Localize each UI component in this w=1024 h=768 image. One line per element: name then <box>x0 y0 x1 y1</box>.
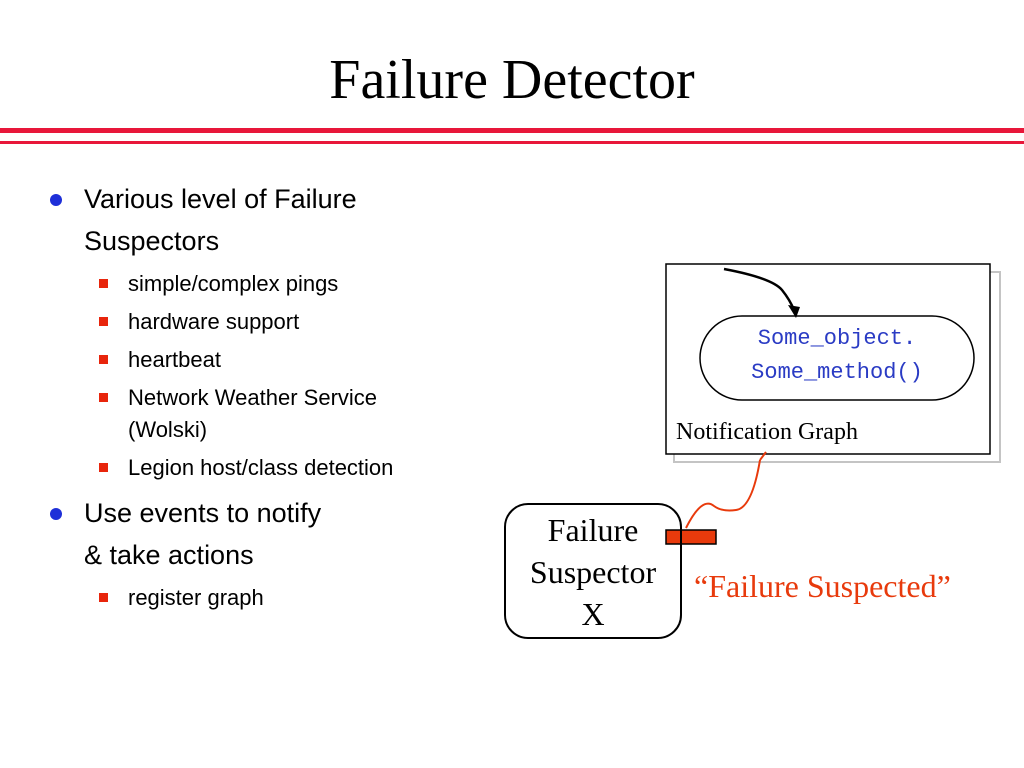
method-label: Some_object. Some_method() <box>751 326 923 385</box>
title-rule-bottom <box>0 141 1024 144</box>
graph-caption: Notification Graph <box>676 419 858 445</box>
sub-bullet-item: simple/complex pings <box>44 268 494 300</box>
sub-bullet-item: heartbeat <box>44 344 494 376</box>
bullet-square-icon <box>99 355 108 364</box>
bullet-square-icon <box>99 393 108 402</box>
sub-bullet-item: Network Weather Service(Wolski) <box>44 382 494 446</box>
bullet-square-icon <box>99 279 108 288</box>
bullet-square-icon <box>99 317 108 326</box>
sub-bullet-item: Legion host/class detection <box>44 452 494 484</box>
sub-bullet-item: hardware support <box>44 306 494 338</box>
bullet-item: Use events to notify & take actions <box>44 492 494 576</box>
bullet-list: Various level of Failure Suspectors simp… <box>44 178 494 614</box>
failure-suspector-node: Failure Suspector X <box>504 503 682 639</box>
sub-bullet-item: register graph <box>44 582 494 614</box>
bullet-item: Various level of Failure Suspectors <box>44 178 494 262</box>
bullet-dot-icon <box>50 508 62 520</box>
event-label: “Failure Suspected” <box>694 568 951 604</box>
graph-arrow <box>723 267 796 311</box>
event-connector-tail <box>759 451 767 461</box>
arrowhead-icon <box>788 305 800 318</box>
bullet-dot-icon <box>50 194 62 206</box>
event-connector <box>685 459 761 529</box>
title-rule-top <box>0 128 1024 133</box>
slide-title: Failure Detector <box>329 49 695 111</box>
bullet-square-icon <box>99 593 108 602</box>
bullet-square-icon <box>99 463 108 472</box>
